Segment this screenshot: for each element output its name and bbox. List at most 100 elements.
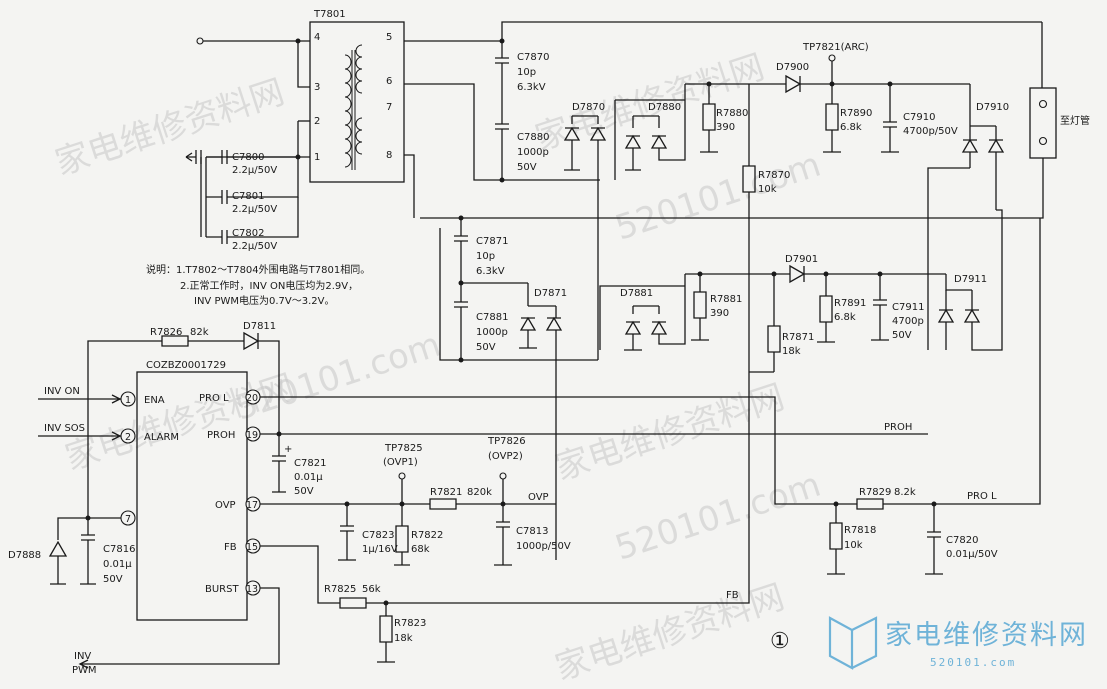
brand-logo-url: 520101.com: [930, 656, 1016, 669]
control-ic: COZBZ0001729 1 ENA 2 ALARM 7 20 PRO L 19…: [120, 360, 261, 621]
tp7825-sub: (OVP1): [383, 457, 418, 468]
tp7826-sub: (OVP2): [488, 451, 523, 462]
upper-channel: C7870 10p 6.3kV C7880 1000p 50V D7870 D7…: [404, 21, 1042, 372]
c7820-ref: C7820: [946, 535, 978, 546]
prol-net-label: PRO L: [967, 491, 997, 502]
c7880-v1: 1000p: [517, 147, 549, 158]
c7910-value: 4700p/50V: [903, 126, 958, 137]
r7818-value: 10k: [844, 540, 863, 551]
pin-proh-name: PROH: [207, 430, 235, 441]
c7881-ref: C7881: [476, 312, 508, 323]
inv-pwm-label-2: PWM: [72, 665, 97, 676]
c7910-ref: C7910: [903, 112, 935, 123]
c7880-v2: 50V: [517, 162, 537, 173]
r7829-ref: R7829: [859, 487, 891, 498]
c7870-ref: C7870: [517, 52, 549, 63]
transformer-t7801: T7801 4 3 2 1 5 6 7 8: [309, 9, 405, 183]
c7821-plus: +: [284, 444, 292, 455]
book-icon: [828, 616, 854, 670]
brand-logo: 家电维修资料网 520101.com: [828, 616, 1088, 670]
inv-sos-label: INV SOS: [44, 423, 85, 434]
pin-burst-name: BURST: [205, 584, 239, 595]
ic-part-number: COZBZ0001729: [146, 360, 226, 371]
pin-19-num: 19: [246, 430, 258, 441]
pin-ena-name: ENA: [144, 395, 165, 406]
pin-ovp-name: OVP: [215, 500, 236, 511]
notes: 说明：1.T7802～T7804外围电路与T7801相同。 2.正常工作时，IN…: [146, 263, 370, 307]
r7870-value: 10k: [758, 184, 777, 195]
c7802-value: 2.2μ/50V: [232, 241, 277, 252]
d7880-ref: D7880: [648, 102, 681, 113]
c7871-ref: C7871: [476, 236, 508, 247]
r7890-ref: R7890: [840, 108, 872, 119]
t-pin-8: 8: [386, 150, 392, 161]
c7813-value: 1000p/50V: [516, 541, 571, 552]
t-pin-7: 7: [386, 102, 392, 113]
t-pin-2: 2: [314, 116, 320, 127]
r7871-ref: R7871: [782, 332, 814, 343]
d7888-ref: D7888: [8, 550, 41, 561]
pin-7-num: 7: [125, 514, 131, 525]
tp7825-ref: TP7825: [384, 443, 423, 454]
d7910-ref: D7910: [976, 102, 1009, 113]
r7871-value: 18k: [782, 346, 801, 357]
watermark-3: 家电维修资料网: [550, 377, 789, 489]
d7901-ref: D7901: [785, 254, 818, 265]
t-pin-3: 3: [314, 82, 320, 93]
inv-pwm-label-1: INV: [74, 651, 91, 662]
r7880-value: 390: [716, 122, 735, 133]
r7823-value: 18k: [394, 633, 413, 644]
c7911-ref: C7911: [892, 302, 924, 313]
c7911-v1: 4700p: [892, 316, 924, 327]
brand-logo-text: 家电维修资料网: [885, 620, 1088, 651]
fb-net-label: FB: [726, 590, 739, 601]
t-pin-4: 4: [314, 32, 320, 43]
d7871-ref: D7871: [534, 288, 567, 299]
note-line-2: 2.正常工作时，INV ON电压均为2.9V，: [180, 279, 358, 292]
c7801-ref: C7801: [232, 191, 264, 202]
c7816-v1: 0.01μ: [103, 559, 132, 570]
lamp-connector-label: 至灯管: [1060, 114, 1090, 127]
pin-20-num: 20: [246, 393, 258, 404]
proh-net-label: PROH: [884, 422, 912, 433]
c7880-ref: C7880: [517, 132, 549, 143]
c7911-v2: 50V: [892, 330, 912, 341]
c7870-v1: 10p: [517, 67, 536, 78]
r7826-value: 82k: [190, 327, 209, 338]
t-pin-1: 1: [314, 152, 320, 163]
ic-wiring: INV ON INV SOS R7826 82k D7811 D7888 C78…: [8, 218, 1041, 676]
c7871-v2: 6.3kV: [476, 266, 505, 277]
c7821-v1: 0.01μ: [294, 472, 323, 483]
d7870-ref: D7870: [572, 102, 605, 113]
c7881-v2: 50V: [476, 342, 496, 353]
c7802-ref: C7802: [232, 228, 264, 239]
c7813-ref: C7813: [516, 526, 548, 537]
note-line-3: INV PWM电压为0.7V～3.2V。: [194, 294, 334, 307]
pin-fb-name: FB: [224, 542, 237, 553]
d7881-ref: D7881: [620, 288, 653, 299]
r7822-value: 68k: [411, 544, 430, 555]
c7821-v2: 50V: [294, 486, 314, 497]
c7820-value: 0.01μ/50V: [946, 549, 998, 560]
r7890-value: 6.8k: [840, 122, 862, 133]
pin-2-num: 2: [125, 432, 131, 443]
r7891-ref: R7891: [834, 298, 866, 309]
r7823-ref: R7823: [394, 618, 426, 629]
figure-number: ①: [770, 629, 790, 654]
watermark-5: 家电维修资料网: [550, 577, 789, 689]
r7880-ref: R7880: [716, 108, 748, 119]
pin-17-num: 17: [246, 500, 258, 511]
d7900-ref: D7900: [776, 62, 809, 73]
r7829-value: 8.2k: [894, 487, 916, 498]
c7801-value: 2.2μ/50V: [232, 204, 277, 215]
t-pin-5: 5: [386, 32, 392, 43]
r7870-ref: R7870: [758, 170, 790, 181]
c7823-ref: C7823: [362, 530, 394, 541]
tp7821-ref: TP7821(ARC): [802, 42, 869, 53]
pin-alarm-name: ALARM: [144, 432, 179, 443]
tp7826-ref: TP7826: [487, 436, 526, 447]
watermark-url-2: 520101.com: [610, 465, 825, 569]
lamp-connector: 至灯管: [420, 22, 1090, 219]
c7821-ref: C7821: [294, 458, 326, 469]
